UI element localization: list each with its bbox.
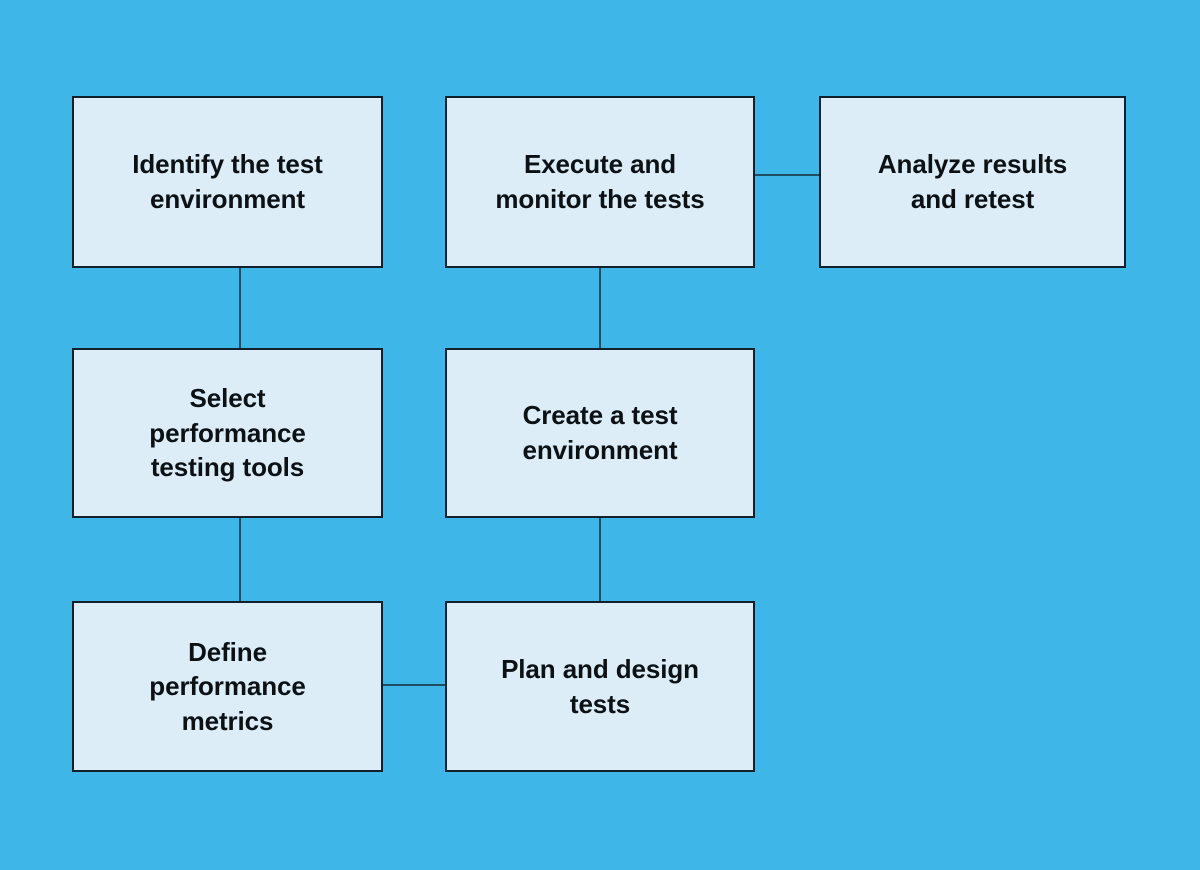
node-create-test-environment[interactable]: Create a test environment xyxy=(445,348,755,518)
node-label-create-test-environment: Create a test environment xyxy=(522,400,678,465)
node-execute-monitor-tests[interactable]: Execute and monitor the tests xyxy=(445,96,755,268)
connector-select-to-define xyxy=(239,518,241,601)
node-label-plan-design-tests: Plan and design tests xyxy=(501,653,699,719)
node-label-select-performance-testing-tools: Select performance testing tools xyxy=(149,383,306,483)
node-label-execute-monitor-tests: Execute and monitor the tests xyxy=(495,149,705,214)
node-label-define-performance-metrics: Define performance metrics xyxy=(149,636,306,736)
connector-identify-to-select xyxy=(239,268,241,348)
connector-plan-to-create xyxy=(599,518,601,601)
connector-execute-to-analyze xyxy=(755,174,819,176)
node-label-analyze-results-retest: Analyze results and retest xyxy=(877,149,1068,214)
node-analyze-results-retest[interactable]: Analyze results and retest xyxy=(819,96,1126,268)
connector-create-to-execute xyxy=(599,268,601,348)
node-label-identify-test-environment: Identify the test environment xyxy=(132,149,323,214)
connector-define-to-plan xyxy=(383,684,445,686)
node-define-performance-metrics[interactable]: Define performance metrics xyxy=(72,601,383,772)
node-select-performance-testing-tools[interactable]: Select performance testing tools xyxy=(72,348,383,518)
node-identify-test-environment[interactable]: Identify the test environment xyxy=(72,96,383,268)
node-plan-design-tests[interactable]: Plan and design tests xyxy=(445,601,755,772)
